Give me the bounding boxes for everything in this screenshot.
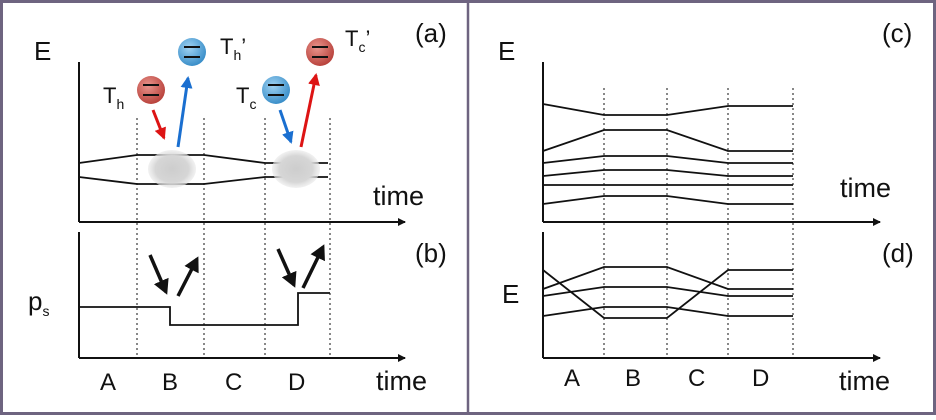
panel-d-levels	[542, 266, 793, 319]
panel-c-level-2	[542, 129, 793, 152]
panel-a-time-label: time	[373, 181, 424, 211]
stage-label-a-right: A	[564, 365, 580, 392]
stage-label-d-right: D	[752, 365, 769, 392]
panel-a-energy-label: E	[34, 36, 51, 66]
label-th-prime: Th’	[220, 34, 246, 63]
panel-c-level-4	[542, 169, 793, 177]
panel-c-level-1	[542, 103, 793, 116]
system-blob-b	[148, 150, 196, 188]
panel-d-level-crossing	[542, 269, 793, 319]
panel-d-time-label: time	[839, 366, 890, 396]
panel-c-levels	[542, 103, 793, 205]
cold-bath-arrow-in	[278, 109, 294, 144]
panel-c-time-label: time	[840, 173, 891, 203]
left-stage-separators	[136, 118, 331, 358]
hot-arrow-out-d	[299, 73, 320, 148]
bath-th-prime-icon	[178, 38, 206, 66]
hot-bath-arrow-in	[151, 109, 166, 140]
panel-c-level-6	[542, 195, 793, 205]
population-step-line	[79, 292, 330, 326]
panel-d-level-3	[542, 286, 793, 297]
stage-label-c-right: C	[688, 365, 705, 392]
kick-arrow-down-b	[148, 254, 169, 295]
panel-c-energy-label: E	[498, 36, 515, 66]
panel-c-tag: (c)	[882, 18, 912, 48]
label-tc: Tc	[236, 83, 256, 112]
cold-arrow-out-b	[176, 76, 193, 148]
panel-d-tag: (d)	[882, 238, 914, 268]
label-tc-prime: Tc’	[345, 26, 370, 55]
stage-label-d-left: D	[288, 369, 305, 396]
population-label: ps	[28, 286, 49, 319]
label-th: Th	[103, 83, 124, 112]
bath-th-icon	[137, 76, 165, 104]
stage-label-c-left: C	[225, 369, 242, 396]
panel-c-level-3	[542, 155, 793, 164]
kick-arrow-up-b	[176, 256, 199, 297]
panel-d-level-4	[542, 306, 793, 317]
panel-b-tag: (b)	[415, 238, 447, 268]
panel-d-energy-label: E	[502, 279, 519, 309]
kick-arrow-up-d	[301, 244, 325, 289]
kick-arrow-down-d	[276, 248, 297, 288]
stage-label-b-right: B	[625, 365, 641, 392]
bath-tc-prime-icon	[306, 38, 334, 66]
panel-d-level-2	[542, 266, 793, 290]
panel-b-time-label: time	[376, 366, 427, 396]
bath-tc-icon	[262, 76, 290, 104]
system-blob-d	[272, 150, 320, 188]
stage-label-a-left: A	[100, 369, 116, 396]
stage-label-b-left: B	[162, 369, 178, 396]
panel-a-tag: (a)	[415, 18, 447, 48]
